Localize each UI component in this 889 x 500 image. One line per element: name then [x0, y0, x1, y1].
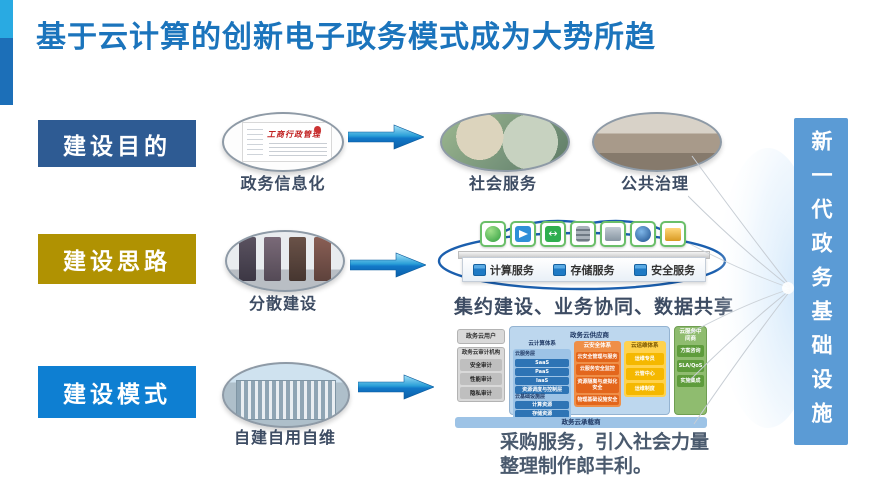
building-tower [264, 237, 281, 281]
storage-service-label: 存储服务 [570, 263, 615, 277]
folder-icon [660, 221, 686, 247]
right-arrow-icon [357, 374, 435, 400]
building-facade [236, 380, 336, 420]
compute-system-header: 云计算体系 [528, 341, 556, 347]
audit-item: 安全审计 [460, 358, 502, 371]
caption-egov-informatization: 政务信息化 [240, 174, 326, 193]
cube-icon [472, 263, 486, 276]
database-icon [570, 221, 596, 247]
broker-item: 实施集成 [677, 375, 704, 388]
paas-box: PaaS [515, 367, 570, 376]
fax-machine-icon [600, 221, 626, 247]
control-layer-box: 资源调度与控制层 [515, 385, 570, 394]
right-banner: 新一代政务基础设施 [794, 118, 848, 445]
compute-panel: 云服务层 SaaS PaaS IaaS 资源调度与控制层 云基础设施层 计算资源… [513, 349, 572, 421]
caption-public-governance: 公共治理 [620, 174, 689, 193]
edge-strip-light [0, 0, 13, 38]
light-burst-graphic [687, 138, 820, 444]
compute-service: 计算服务 [472, 262, 534, 278]
compute-service-label: 计算服务 [489, 263, 534, 277]
storage-service: 存储服务 [553, 262, 614, 278]
gov-cloud-architecture-diagram: 政务云用户 政务云审计机构 安全审计 性能审计 隐私审计 政务云供应商 云计算体… [455, 326, 707, 428]
security-item: 物理基础设施安全 [576, 395, 619, 406]
sync-arrows-icon: ↔ [540, 221, 566, 247]
audit-org-panel: 政务云审计机构 安全审计 性能审计 隐私审计 [457, 347, 505, 402]
building-tower [289, 237, 306, 281]
infra-layer-label: 云基础设施层 [515, 393, 546, 400]
certificate-form-lines [247, 129, 263, 159]
certificate-image: 工商行政管理 [222, 112, 344, 172]
audit-item: 性能审计 [460, 372, 502, 385]
caption-scattered-construction: 分散建设 [248, 294, 317, 313]
scattered-buildings-photo [225, 230, 345, 292]
slide-title: 基于云计算的创新电子政务模式成为大势所趋 [36, 20, 656, 55]
security-item: 云安全管理与服务 [576, 352, 619, 363]
network-globe-icon [630, 221, 656, 247]
ops-panel: 云运维体系 运维专员 云管中心 运维制度 [623, 341, 666, 398]
cloud-services-graphic: ↔ 计算服务 存储服务 安全服务 [436, 216, 728, 292]
iaas-box: IaaS [515, 376, 570, 385]
caption-social-services: 社会服务 [468, 174, 537, 193]
security-system-column: 云安全体系 云安全管理与服务 云服务安全监控 资源隔离与虚拟化安全 物理基础设施… [574, 341, 621, 420]
compute-resource-box: 计算资源 [515, 401, 570, 410]
cloud-broker-column: 云服务中间商 方案咨询 SLA/QoS 实施集成 [674, 326, 707, 415]
building-tower [314, 237, 331, 281]
banner-text: 新一代政务基础设施 [809, 130, 833, 436]
storage-resource-box: 存储资源 [515, 410, 570, 419]
caption-intensive-construction: 集约建设、业务协同、数据共享 [453, 296, 734, 318]
cloud-user-column: 政务云用户 政务云审计机构 安全审计 性能审计 隐私审计 [457, 329, 505, 402]
ops-system-column: 云运维体系 运维专员 云管中心 运维制度 [623, 341, 666, 420]
certificate-body-lines [269, 143, 327, 157]
security-panel: 云安全体系 云安全管理与服务 云服务安全监控 资源隔离与虚拟化安全 物理基础设施… [574, 341, 621, 408]
edge-strip-dark [0, 38, 13, 105]
broker-item: SLA/QoS [677, 360, 704, 373]
right-arrow-icon [349, 252, 427, 278]
row-label-model: 建设模式 [38, 366, 196, 418]
purchase-note: 采购服务，引入社会力量 整理制作郎丰利。 [500, 430, 760, 478]
cloud-carrier-bar: 政务云承载商 [455, 417, 707, 428]
audit-org-label: 政务云审计机构 [461, 350, 501, 357]
ops-item: 云管中心 [625, 368, 664, 381]
row-label-purpose: 建设目的 [38, 120, 196, 167]
security-service-label: 安全服务 [651, 263, 696, 277]
note-line-1: 采购服务，引入社会力量 [500, 431, 710, 453]
security-system-header: 云安全体系 [583, 343, 612, 349]
certificate-title-text: 工商行政管理 [267, 130, 321, 139]
compute-system-column: 云计算体系 云服务层 SaaS PaaS IaaS 资源调度与控制层 云基础设施… [513, 341, 572, 421]
certificate-paper: 工商行政管理 [242, 122, 332, 162]
security-item: 云服务安全监控 [576, 364, 619, 375]
security-item: 资源隔离与虚拟化安全 [576, 376, 619, 394]
row-label-approach: 建设思路 [38, 234, 196, 284]
social-services-photo [440, 112, 570, 172]
saas-box: SaaS [515, 358, 570, 367]
cloud-service-bar: 计算服务 存储服务 安全服务 [462, 257, 706, 282]
government-building-photo [222, 362, 350, 428]
red-seal-icon [314, 126, 321, 133]
paper-plane-icon [510, 221, 536, 247]
audit-item: 隐私审计 [460, 386, 502, 399]
cube-icon [553, 263, 567, 276]
public-governance-photo [592, 112, 722, 172]
ops-item: 运维制度 [625, 383, 664, 396]
globe-icon [480, 221, 506, 247]
ops-item: 运维专员 [625, 353, 664, 366]
cloud-provider-panel: 政务云供应商 云计算体系 云服务层 SaaS PaaS IaaS 资源调度与控制… [509, 326, 670, 421]
app-icon-row: ↔ [480, 221, 686, 247]
provider-header: 政务云供应商 [570, 331, 609, 339]
note-line-2: 整理制作郎丰利。 [500, 455, 653, 477]
cloud-user-box: 政务云用户 [457, 329, 505, 345]
cube-icon [634, 263, 648, 276]
ops-system-header: 云运维体系 [631, 343, 659, 349]
broker-item: 方案咨询 [677, 345, 704, 358]
building-tower [239, 237, 256, 281]
service-layer-label: 云服务层 [515, 351, 536, 358]
security-service: 安全服务 [634, 262, 695, 278]
caption-self-build: 自建自用自维 [233, 428, 336, 447]
broker-header: 云服务中间商 [679, 329, 702, 342]
right-arrow-icon [347, 124, 425, 150]
